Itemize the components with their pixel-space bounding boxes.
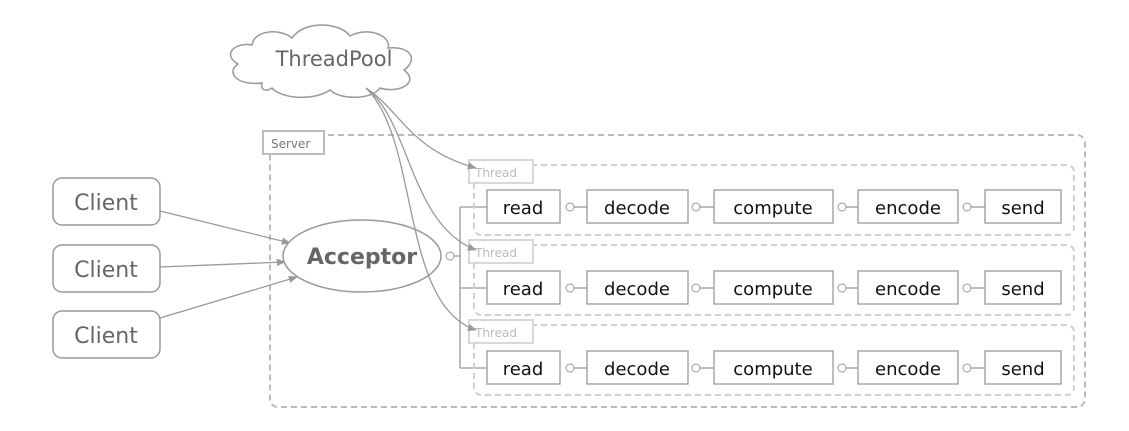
client-label: Client (74, 191, 138, 216)
client-label: Client (74, 324, 138, 349)
read-label: read (503, 279, 544, 300)
client-label: Client (74, 258, 138, 283)
connector-port (691, 363, 701, 373)
send-label: send (1001, 198, 1044, 219)
compute-box (713, 350, 834, 385)
client-node-3: Client (52, 310, 161, 359)
client-to-acceptor-arrow (159, 275, 298, 319)
client-node-1: Client (52, 177, 161, 226)
client-node-2: Client (52, 244, 161, 293)
send-box (984, 270, 1062, 305)
connector-port (962, 283, 972, 293)
threadpool-cloud (229, 24, 413, 99)
threadpool-label: ThreadPool (275, 47, 393, 71)
send-box (984, 189, 1062, 224)
pipeline-row-3: read decode compute encode send (486, 350, 1062, 385)
pipeline-row-1: read decode compute encode send (486, 189, 1062, 224)
thread-label-box (468, 159, 534, 184)
compute-box (713, 270, 834, 305)
pipeline-row-2: read decode compute encode send (486, 270, 1062, 305)
compute-label: compute (733, 279, 812, 300)
compute-label: compute (733, 359, 812, 380)
acceptor-node (282, 219, 442, 293)
threadpool-to-thread-arrow (365, 87, 477, 331)
acceptor-port (445, 251, 455, 261)
decode-box (586, 270, 689, 305)
connector-port (962, 363, 972, 373)
server-label: Server (271, 137, 310, 151)
connector-port (565, 202, 575, 212)
thread-container (473, 244, 1075, 316)
connector-port (837, 202, 847, 212)
encode-box (857, 189, 959, 224)
acceptor-label: Acceptor (307, 245, 417, 270)
decode-label: decode (604, 279, 670, 300)
decode-label: decode (604, 359, 670, 380)
threadpool-to-thread-arrow (365, 87, 477, 251)
encode-label: encode (875, 359, 941, 380)
send-label: send (1001, 359, 1044, 380)
connector-port (691, 283, 701, 293)
thread-container (473, 324, 1075, 396)
client-to-acceptor-arrow (159, 258, 286, 268)
decode-box (586, 189, 689, 224)
threadpool-to-thread-arrow (365, 87, 477, 170)
read-box (486, 189, 561, 224)
client-to-acceptor-arrow (159, 210, 291, 245)
decode-label: decode (604, 198, 670, 219)
connector-port (565, 283, 575, 293)
encode-label: encode (875, 198, 941, 219)
connector-port (565, 363, 575, 373)
send-box (984, 350, 1062, 385)
thread-label-box (468, 239, 534, 264)
thread-label-box (468, 319, 534, 344)
read-label: read (503, 198, 544, 219)
thread-container (473, 164, 1075, 236)
compute-label: compute (733, 198, 812, 219)
compute-box (713, 189, 834, 224)
connector-port (837, 363, 847, 373)
encode-box (857, 350, 959, 385)
server-label-box (262, 130, 325, 155)
read-box (486, 270, 561, 305)
encode-box (857, 270, 959, 305)
thread-label: Thread (474, 166, 517, 180)
connector-port (691, 202, 701, 212)
read-label: read (503, 359, 544, 380)
connector-port (962, 202, 972, 212)
connector-port (837, 283, 847, 293)
send-label: send (1001, 279, 1044, 300)
decode-box (586, 350, 689, 385)
read-box (486, 350, 561, 385)
thread-label: Thread (474, 246, 517, 260)
encode-label: encode (875, 279, 941, 300)
thread-label: Thread (474, 326, 517, 340)
